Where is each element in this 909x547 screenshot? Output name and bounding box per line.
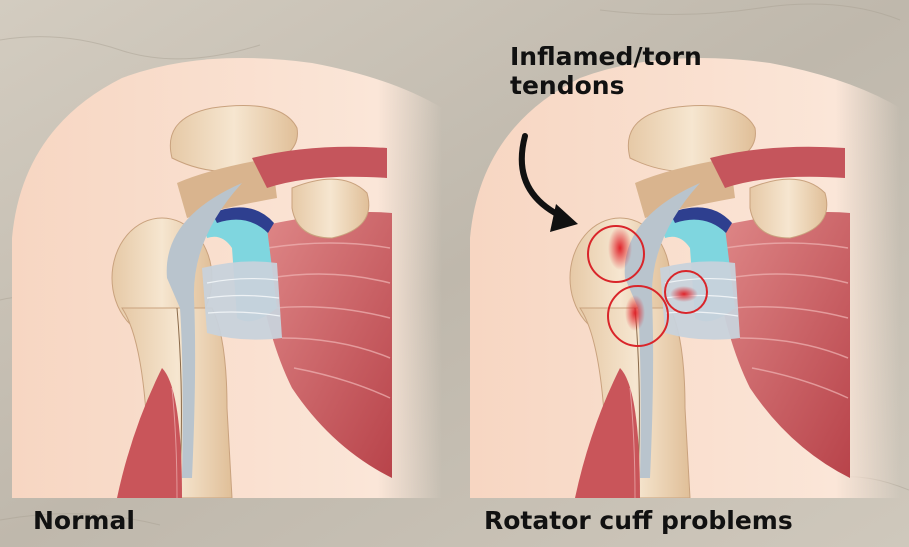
inflammation-spot-1 [608, 226, 632, 270]
callout-label: Inflamed/torn tendons [510, 43, 710, 101]
rotator-cuff-tendon [660, 261, 740, 339]
shoulder-normal-illustration [12, 8, 442, 498]
problem-caption: Rotator cuff problems [484, 507, 793, 536]
rotator-cuff-tendon [202, 261, 282, 339]
inflammation-spot-2 [625, 295, 645, 331]
normal-caption: Normal [33, 507, 135, 536]
inflammation-spot-3 [670, 286, 698, 302]
